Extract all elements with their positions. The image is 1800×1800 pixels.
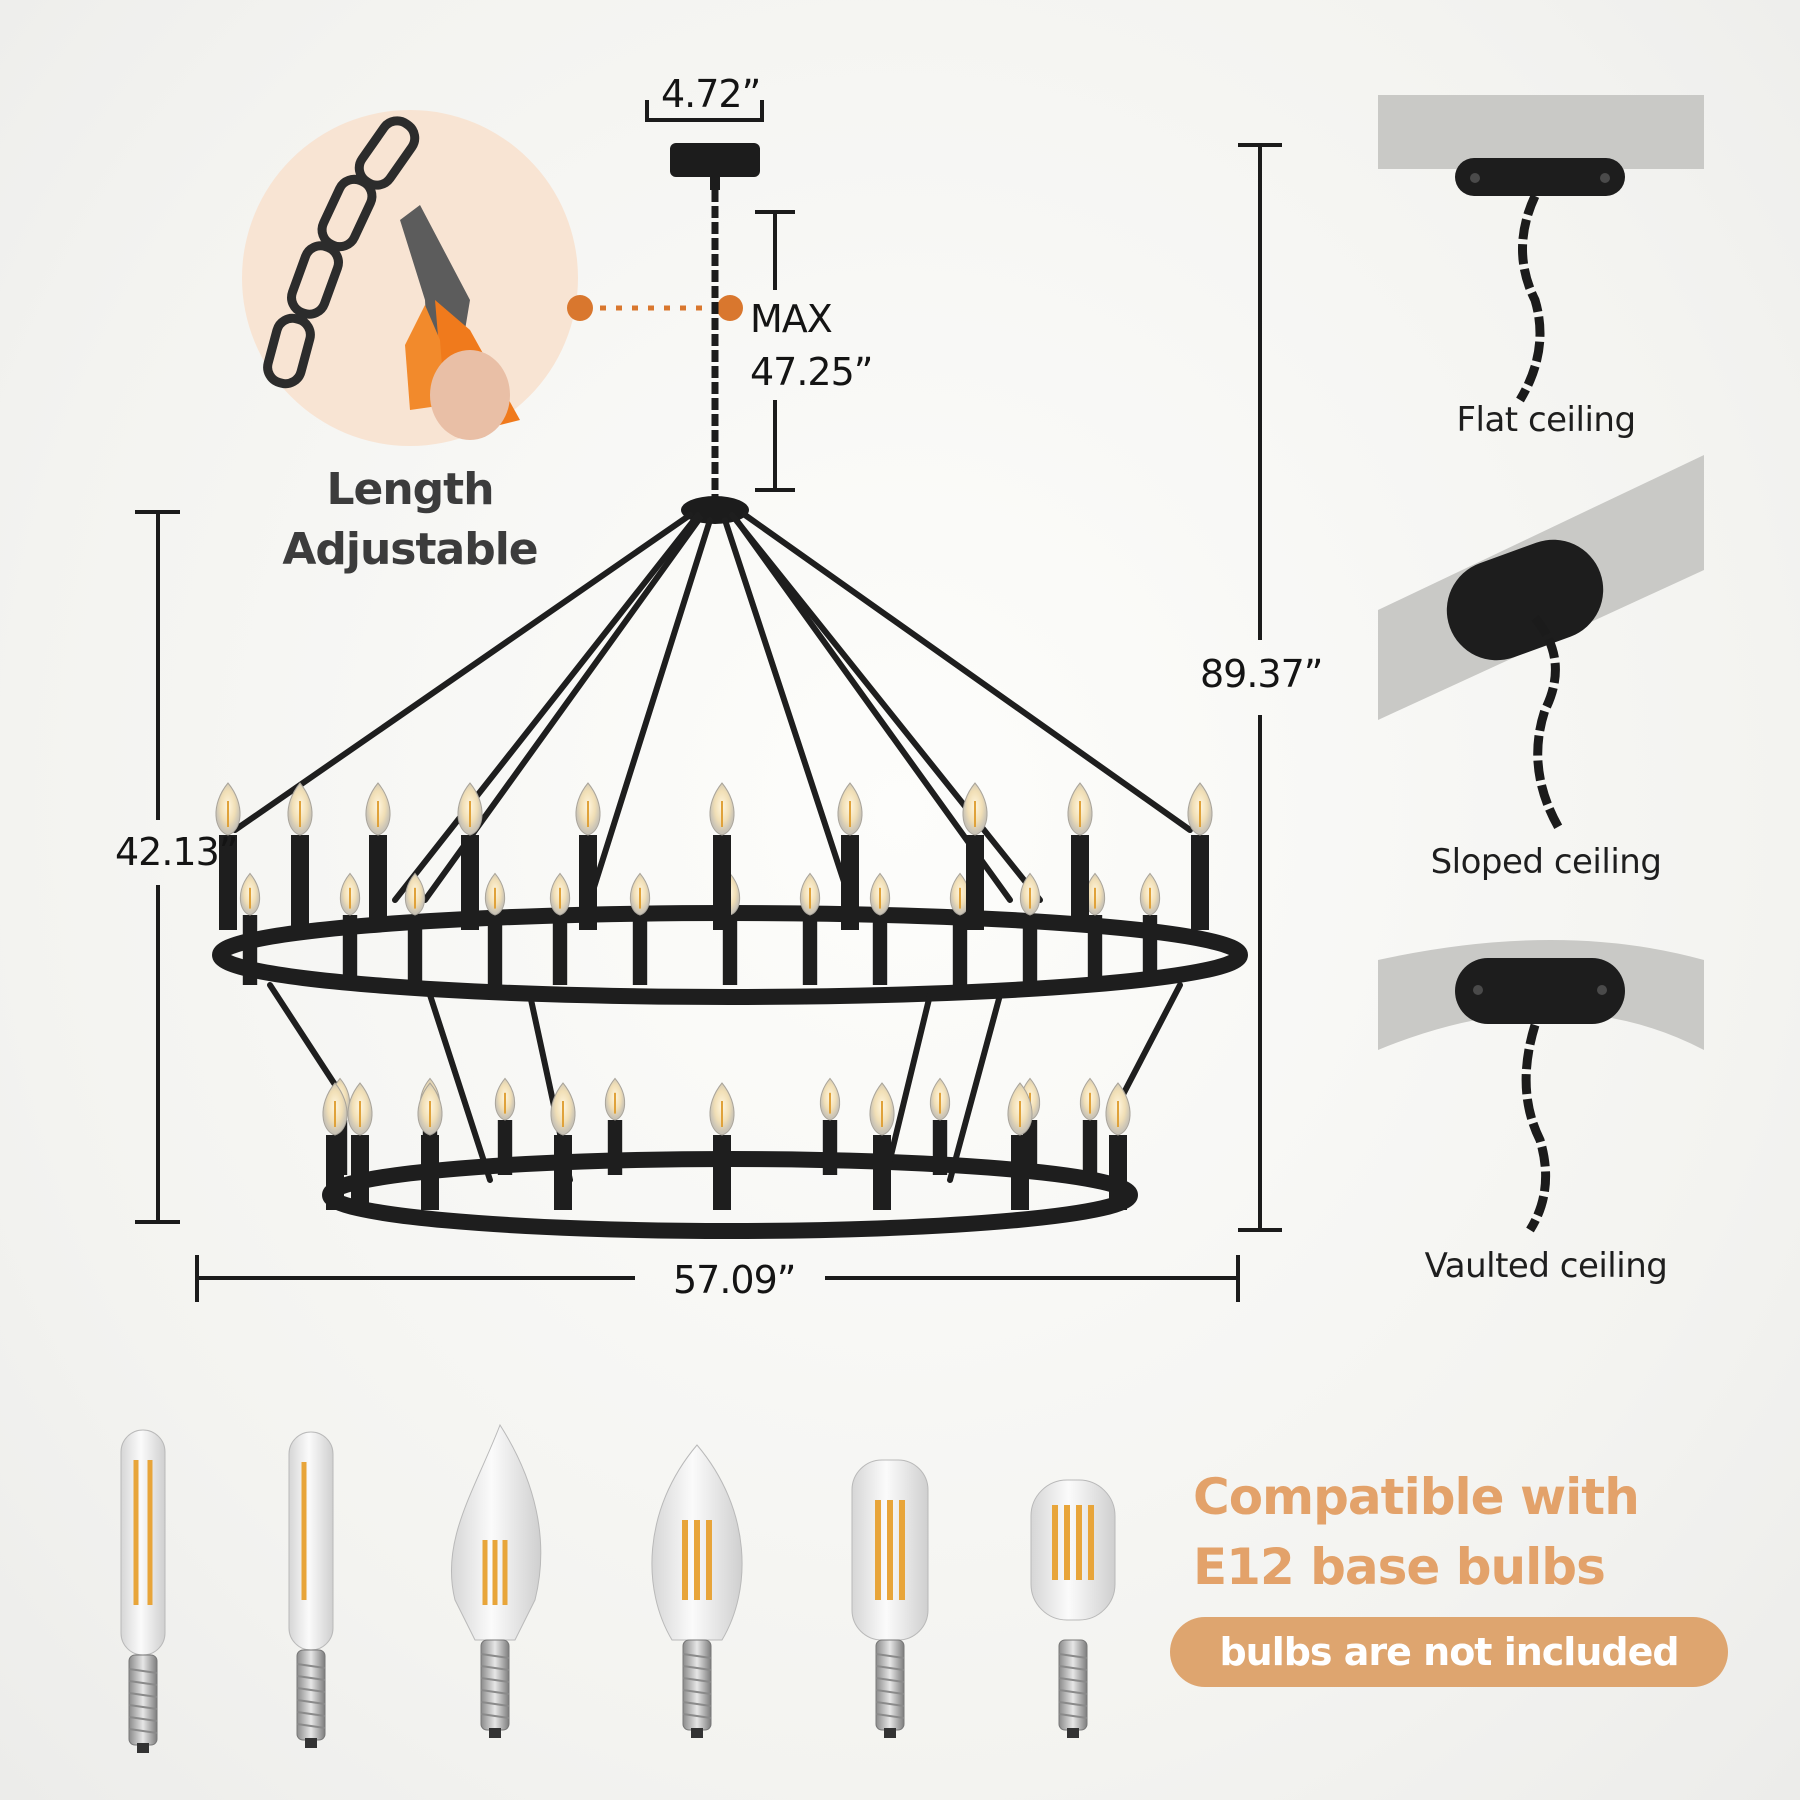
candle [575,782,601,930]
flat-ceiling-label: Flat ceiling [1456,400,1636,440]
candle [1007,1082,1033,1210]
candle [215,782,241,930]
candle-bulbs [215,782,1213,1210]
bulbs-not-included-badge: bulbs are not included [1170,1617,1728,1687]
canopy-width-label: 4.72” [661,72,761,116]
candle [457,782,483,930]
candle [417,1082,443,1210]
candle [949,872,971,985]
candle [869,1082,895,1210]
bulb-candle [651,1444,743,1738]
candle [239,872,261,985]
bulb-tube-short [288,1431,334,1748]
length-adjustable-title: Length Adjustable [250,460,570,580]
candle [929,1077,951,1175]
dimension-lines [135,100,1282,1302]
candle [869,872,891,985]
candle [365,782,391,930]
compatible-headline-line2: E12 base bulbs [1193,1538,1606,1596]
candle [1139,872,1161,985]
vaulted-ceiling-illustration [1378,940,1704,1233]
compatible-headline-line1: Compatible with [1193,1468,1640,1526]
candle [1079,1077,1101,1175]
candle [819,1077,841,1175]
candle [1105,1082,1131,1210]
candle [549,872,571,985]
e12-bulb-lineup [120,1423,1116,1753]
bulb-flame-tip [450,1423,542,1738]
max-chain-label-line1: MAX [750,297,833,341]
candle [629,872,651,985]
vaulted-ceiling-label: Vaulted ceiling [1424,1246,1668,1286]
candle [404,872,426,985]
candle [1019,872,1041,985]
body-height-label: 42.13” [115,830,238,874]
candle [550,1082,576,1210]
flat-ceiling-illustration [1378,95,1704,403]
candle [322,1082,348,1210]
candle [962,782,988,930]
sloped-ceiling-illustration [1378,455,1704,833]
candle [1187,782,1213,930]
diameter-label: 57.09” [673,1258,796,1302]
candle [1067,782,1093,930]
bulb-tubular [851,1459,929,1738]
chain-callout-connector [567,295,743,321]
candle [1084,872,1106,985]
candle [287,782,313,930]
sloped-ceiling-label: Sloped ceiling [1430,842,1662,882]
length-adjustable-line1: Length [326,464,494,515]
candle [837,782,863,930]
candle [604,1077,626,1175]
candle [799,872,821,985]
bulb-tube-long [120,1429,166,1753]
candle [339,872,361,985]
max-chain-label-line2: 47.25” [750,350,873,394]
candle [494,1077,516,1175]
chain-cutting-illustration [242,110,578,446]
candle [484,872,506,985]
bulb-t-bulb [1030,1479,1116,1738]
length-adjustable-line2: Adjustable [282,524,538,575]
candle [347,1082,373,1210]
chandelier-canopy [670,143,760,505]
candle [709,1082,735,1210]
candle [709,782,735,930]
total-height-label: 89.37” [1200,652,1323,696]
